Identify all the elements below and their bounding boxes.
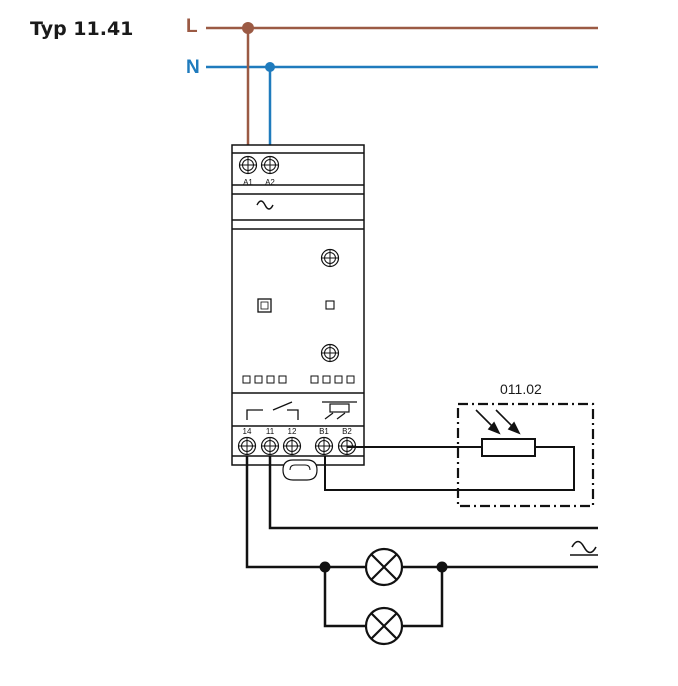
- dip-switches-left: [242, 375, 287, 384]
- load-wires: [245, 456, 598, 628]
- terminal-11: [260, 436, 280, 456]
- din-clip-icon: [282, 459, 318, 481]
- terminal-14: [237, 436, 257, 456]
- contact-switch-icon: [246, 401, 299, 420]
- terminal-14-label: 14: [243, 427, 252, 436]
- dip-switches-right: [310, 375, 355, 384]
- photoresistor-icon: [481, 438, 536, 457]
- adjust-knob-bottom-icon: [320, 343, 340, 363]
- terminal-A1-label: A1: [243, 178, 253, 187]
- terminal-A1: [238, 155, 258, 175]
- light-arrows-icon: [475, 409, 521, 435]
- sensor-input-icon: [322, 401, 357, 420]
- terminal-A2: [260, 155, 280, 175]
- terminal-B1-label: B1: [319, 427, 329, 436]
- terminal-B2-label: B2: [342, 427, 352, 436]
- line-L-label: L: [186, 16, 198, 37]
- ac-tilde-icon: [256, 200, 274, 210]
- junction-load-right: [436, 561, 448, 573]
- lamp-top-icon: [364, 547, 404, 587]
- status-square-icon: [325, 300, 335, 310]
- led-indicator-icon: [257, 298, 272, 313]
- lamp-bottom-icon: [364, 606, 404, 646]
- terminal-B1: [314, 436, 334, 456]
- terminal-A2-label: A2: [265, 178, 275, 187]
- terminal-12-label: 12: [288, 427, 297, 436]
- sensor-enclosure: [456, 402, 595, 508]
- diagram-title: Typ 11.41: [30, 18, 134, 40]
- junction-load-left: [319, 561, 331, 573]
- output-terminals: 14 11 12 B1 B2: [237, 427, 357, 456]
- adjust-knob-top-icon: [320, 248, 340, 268]
- ac-supply-icon: [570, 540, 598, 556]
- sensor-wires: [324, 446, 575, 491]
- terminal-11-label: 11: [266, 427, 275, 436]
- line-N-label: N: [186, 57, 200, 78]
- sensor-label: 011.02: [500, 381, 542, 397]
- terminal-12: [282, 436, 302, 456]
